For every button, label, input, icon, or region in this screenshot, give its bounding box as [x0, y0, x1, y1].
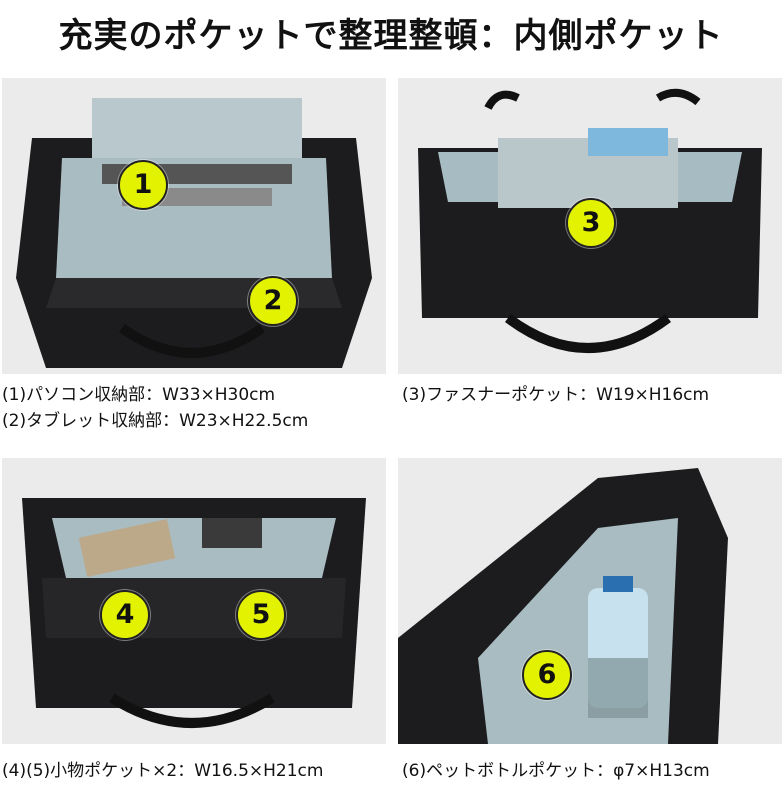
photo-bottle-pocket: 6	[398, 458, 782, 744]
caption-line: (2)タブレット収納部：W23×H22.5cm	[2, 411, 309, 431]
page-title: 充実のポケットで整理整頓：内側ポケット	[58, 16, 724, 56]
caption-line: (4)(5)小物ポケット×2：W16.5×H21cm	[2, 761, 324, 781]
caption-compartments-1-2: (1)パソコン収納部：W33×H30cm (2)タブレット収納部：W23×H22…	[2, 382, 308, 434]
badge-4: 4	[100, 590, 150, 640]
badge-1: 1	[118, 160, 168, 210]
caption-compartment-3: (3)ファスナーポケット：W19×H16cm	[402, 382, 709, 408]
photo-small-pockets: 4 5	[2, 458, 386, 744]
badge-5: 5	[236, 590, 286, 640]
caption-line: (6)ペットボトルポケット：φ7×H13cm	[402, 761, 710, 781]
caption-compartments-4-5: (4)(5)小物ポケット×2：W16.5×H21cm	[2, 758, 323, 784]
badge-6: 6	[522, 650, 572, 700]
photo-laptop-tablet-compartment: 1 2	[2, 78, 386, 374]
caption-compartment-6: (6)ペットボトルポケット：φ7×H13cm	[402, 758, 710, 784]
caption-line: (1)パソコン収納部：W33×H30cm	[2, 385, 276, 405]
photo-zipper-pocket: 3	[398, 78, 782, 374]
badge-3: 3	[566, 198, 616, 248]
caption-line: (3)ファスナーポケット：W19×H16cm	[402, 385, 710, 405]
badge-2: 2	[248, 276, 298, 326]
